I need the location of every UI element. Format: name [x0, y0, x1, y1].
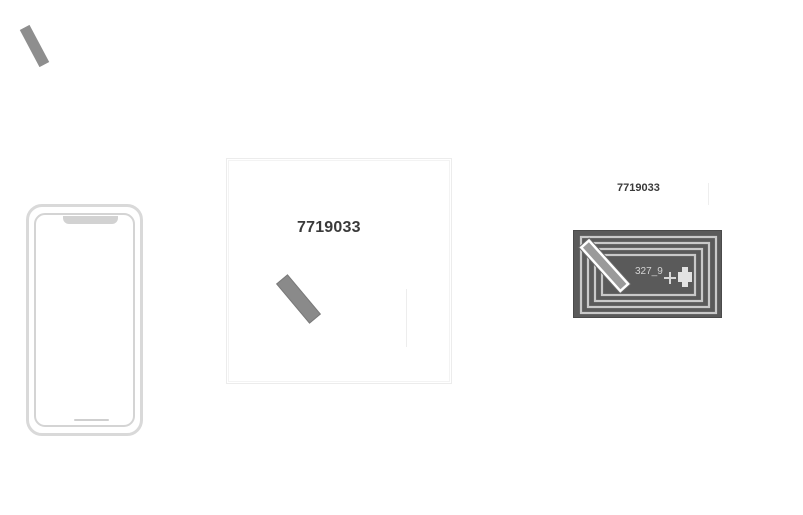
tag-card: 7719033 — [226, 158, 452, 384]
card-code-label: 7719033 — [297, 219, 361, 236]
small-tag-icon — [19, 24, 50, 68]
card-inner-border — [228, 160, 450, 382]
smartphone — [26, 204, 143, 436]
chip-label: 327_9 — [635, 266, 663, 277]
phone-screen — [34, 213, 135, 427]
nfc-code-label: 7719033 — [617, 182, 660, 194]
card-divider — [406, 289, 407, 347]
phone-home-indicator — [74, 419, 109, 421]
nfc-divider — [708, 183, 709, 205]
nfc-inlay: 327_9 — [573, 230, 722, 318]
nfc-antenna-icon: 327_9 — [574, 231, 721, 317]
phone-notch — [63, 216, 118, 224]
